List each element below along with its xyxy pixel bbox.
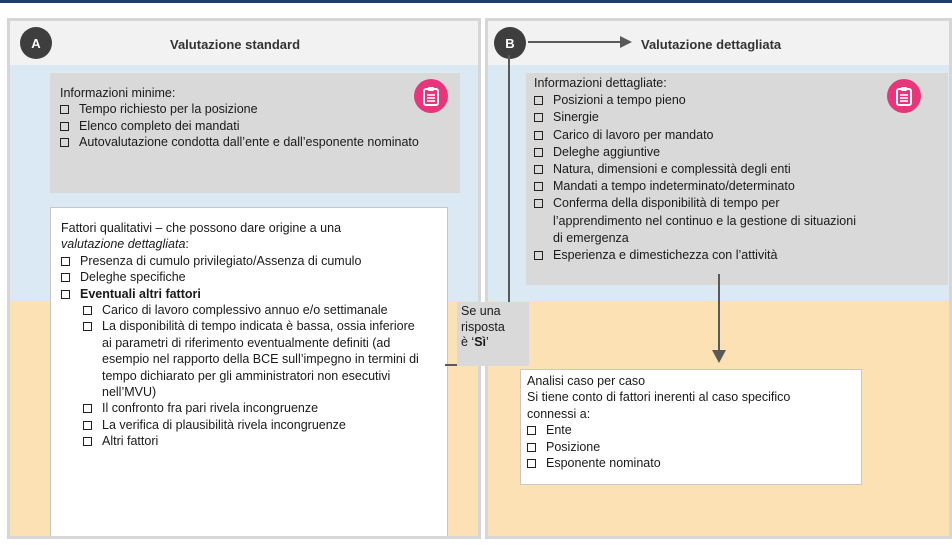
badge-a: A: [20, 27, 52, 59]
checkbox-icon: [534, 199, 543, 209]
checkbox-icon: [83, 306, 92, 316]
checkbox-icon: [83, 420, 92, 430]
sub-list-item: La disponibilità di tempo indicata è bas…: [83, 318, 437, 400]
checkbox-icon: [61, 289, 70, 299]
checkbox-icon: [534, 165, 543, 175]
list-item: Elenco completo dei mandati: [60, 118, 450, 134]
arrowhead-right-icon: [620, 36, 632, 48]
list-item: Tempo richiesto per la posizione: [60, 101, 450, 117]
arrow-to-case: [718, 274, 720, 350]
checkbox-icon: [61, 273, 70, 283]
list-item: Presenza di cumulo privilegiato/Assenza …: [61, 253, 437, 269]
checkbox-icon: [534, 147, 543, 157]
panel-b-header-band: [488, 21, 949, 65]
checkbox-icon: [534, 96, 543, 106]
clipboard-icon: [414, 79, 448, 113]
clipboard-icon: [887, 79, 921, 113]
checkbox-icon: [83, 437, 92, 447]
panel-standard: A Valutazione standard Informazioni mini…: [7, 18, 481, 539]
condition-label: Se una risposta è ‘Sì’: [457, 302, 529, 366]
list-item: Esperienza e dimestichezza con l’attivit…: [534, 247, 940, 264]
sub-list-item: Altri fattori: [83, 433, 437, 449]
sub-list-item: La verifica di plausibilità rivela incon…: [83, 417, 437, 433]
arrowhead-down-icon: [712, 350, 726, 363]
checkbox-icon: [527, 459, 536, 469]
checkbox-icon: [534, 182, 543, 192]
list-item: Esponente nominato: [527, 455, 855, 471]
min-info-box: Informazioni minime: Tempo richiesto per…: [50, 73, 460, 193]
list-item: Ente: [527, 422, 855, 438]
checkbox-icon: [527, 442, 536, 452]
list-item: Autovalutazione condotta dall’ente e dal…: [60, 134, 450, 150]
sub-list-item: Carico di lavoro complessivo annuo e/o s…: [83, 302, 437, 318]
arrow-to-detailed: [528, 41, 620, 43]
case-intro: Si tiene conto di fattori inerenti al ca…: [527, 390, 791, 421]
checkbox-icon: [60, 105, 69, 115]
connector-from-qual: [445, 364, 457, 366]
list-item: Eventuali altri fattori: [61, 286, 437, 302]
checkbox-icon: [527, 426, 536, 436]
checkbox-icon: [534, 251, 543, 261]
list-item: Deleghe specifiche: [61, 269, 437, 285]
list-item: Carico di lavoro per mandato: [534, 127, 940, 144]
sub-list-item: Il confronto fra pari rivela incongruenz…: [83, 400, 437, 416]
checkbox-icon: [60, 121, 69, 131]
detail-info-heading: Informazioni dettagliate:: [534, 76, 667, 90]
list-item: Posizione: [527, 439, 855, 455]
min-info-heading: Informazioni minime:: [60, 86, 176, 100]
top-rule: [0, 0, 952, 3]
panel-a-header-band: [10, 21, 478, 65]
list-item: Mandati a tempo indeterminato/determinat…: [534, 178, 940, 195]
panel-a-title: Valutazione standard: [170, 37, 301, 52]
list-item: Sinergie: [534, 109, 940, 126]
checkbox-icon: [61, 256, 70, 266]
detail-info-box: Informazioni dettagliate: Posizioni a te…: [526, 73, 948, 285]
checkbox-icon: [534, 113, 543, 123]
checkbox-icon: [534, 130, 543, 140]
list-item: Natura, dimensioni e complessità degli e…: [534, 161, 940, 178]
list-item: Posizioni a tempo pieno: [534, 92, 940, 109]
qual-intro: Fattori qualitativi – che possono dare o…: [61, 221, 342, 252]
list-item: Deleghe aggiuntive: [534, 144, 940, 161]
qualitative-factors-box: Fattori qualitativi – che possono dare o…: [50, 207, 448, 536]
connector-vertical: [508, 55, 510, 302]
list-item: Conferma della disponibilità di tempo pe…: [534, 195, 940, 247]
checkbox-icon: [83, 322, 92, 332]
case-heading: Analisi caso per caso: [527, 374, 646, 388]
checkbox-icon: [83, 404, 92, 414]
checkbox-icon: [60, 138, 69, 148]
case-by-case-box: Analisi caso per caso Si tiene conto di …: [520, 369, 862, 485]
panel-b-title: Valutazione dettagliata: [641, 37, 782, 52]
badge-b: B: [494, 27, 526, 59]
